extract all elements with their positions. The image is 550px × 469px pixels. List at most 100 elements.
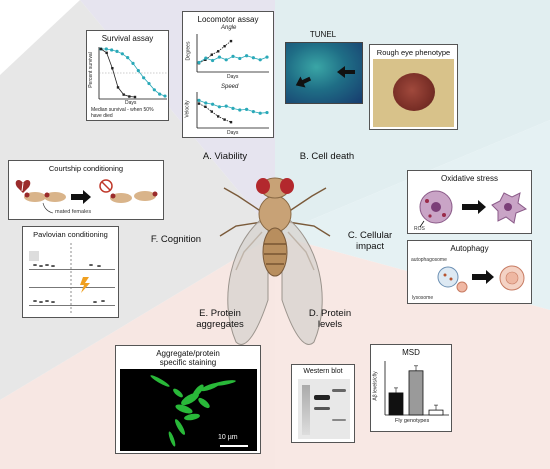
courtship-title: Courtship conditioning xyxy=(48,164,124,173)
msd-chart xyxy=(384,361,449,416)
courtship-panel: Courtship conditioning mated females xyxy=(8,160,164,220)
tunel-arrow-2 xyxy=(337,66,355,78)
speed-series-2-point xyxy=(224,104,228,108)
courtship-illustration xyxy=(15,179,158,214)
rough-eye-panel: Rough eye phenotype xyxy=(369,44,458,130)
angle-series-1-point xyxy=(204,58,207,61)
survival-series-2-point xyxy=(133,95,137,99)
survival-series-2-point xyxy=(116,86,120,89)
fly-eye-icon xyxy=(152,191,158,197)
autophagy-illustration xyxy=(437,265,525,293)
locomotor-title: Locomotor assay xyxy=(197,15,259,24)
survival-series-1-point xyxy=(152,88,156,92)
section-label-cell-death: B. Cell death xyxy=(299,151,355,162)
speed-series-1-point xyxy=(223,118,226,121)
fly-icon xyxy=(24,192,46,202)
section-label-cellular-1: C. Cellular xyxy=(347,230,393,241)
angle-series-2-point xyxy=(265,55,269,59)
survival-series-1-point xyxy=(136,69,140,73)
aggregate-staining xyxy=(150,375,236,447)
arrow-right-icon xyxy=(462,200,486,214)
blot-band xyxy=(314,407,330,410)
tunel-arrows xyxy=(295,66,355,88)
western-membrane xyxy=(298,379,350,439)
tube-line xyxy=(29,287,115,288)
tunel-image xyxy=(285,42,363,104)
msd-title: MSD xyxy=(402,348,420,357)
tunel-title: TUNEL xyxy=(309,30,337,39)
aggregate-image: 10 µm xyxy=(120,369,257,451)
cell-nucleus xyxy=(431,202,441,212)
survival-note-2: have died xyxy=(91,113,113,119)
angle-series-2-point xyxy=(238,56,242,61)
survival-title: Survival assay xyxy=(101,34,154,43)
ros-dot xyxy=(425,199,429,203)
speed-series-2-point xyxy=(258,111,262,115)
speed-series-1-point xyxy=(204,105,207,108)
survival-series-1-point xyxy=(163,94,167,98)
angle-series-2-point xyxy=(224,58,228,62)
oxidative-title: Oxidative stress xyxy=(441,174,498,183)
ros-label: ROS xyxy=(414,226,425,232)
angle-series-1-point xyxy=(210,53,213,56)
lysosome-shape xyxy=(456,281,468,293)
angle-series-2-point xyxy=(217,55,221,59)
survival-series-1-point xyxy=(131,61,135,65)
angle-series-2-point xyxy=(245,54,249,58)
rough-eye-image xyxy=(373,59,454,127)
survival-series-2-point xyxy=(128,95,131,98)
western-title: Western blot xyxy=(303,368,343,375)
survival-series-1-point xyxy=(126,56,130,60)
angle-series-1-point xyxy=(223,45,226,48)
msd-bar xyxy=(388,392,404,416)
angle-series-2-point xyxy=(204,56,208,60)
pavlovian-panel: Pavlovian conditioning xyxy=(22,226,119,318)
oxidative-stress-panel: Oxidative stress ROS xyxy=(407,170,532,234)
ros-pointer xyxy=(419,220,425,228)
angle-series-2-point xyxy=(258,58,262,62)
survival-series-1-point xyxy=(120,52,124,56)
tube-line xyxy=(29,269,115,270)
angle-series-1-point xyxy=(229,39,233,43)
survival-series-2-point xyxy=(122,93,125,96)
survival-series-2-point xyxy=(111,67,114,70)
blot-band xyxy=(314,395,330,400)
fly-cluster-left xyxy=(33,264,55,303)
section-label-protein-levels-2: levels xyxy=(317,319,343,330)
aggregate-title-1: Aggregate/protein xyxy=(156,349,220,358)
survival-series-1-point xyxy=(104,47,108,51)
speed-xlabel: Days xyxy=(227,130,239,136)
survival-chart xyxy=(98,47,167,100)
locomotor-charts xyxy=(196,34,269,129)
tube-line xyxy=(29,305,115,306)
autophagosome-label: autophagosome xyxy=(411,257,447,263)
tunel-arrow-1 xyxy=(295,76,312,88)
blot-band xyxy=(332,419,346,421)
western-blot-panel: Western blot xyxy=(291,364,355,443)
scale-label: 10 µm xyxy=(218,434,238,441)
fly-cluster-right xyxy=(89,264,105,303)
angle-series-1-point xyxy=(217,50,220,53)
oxidative-illustration xyxy=(419,190,528,228)
eye-shape xyxy=(393,73,435,111)
speed-series-2-point xyxy=(197,98,201,102)
fly-eye-icon xyxy=(24,192,30,198)
survival-series-1-point xyxy=(147,81,151,86)
survival-series-1-point xyxy=(142,76,146,80)
msd-bar xyxy=(428,409,444,416)
fly-icon xyxy=(110,193,132,203)
msd-panel: MSD Aβ levels/cfly Fly genotypes xyxy=(370,344,452,432)
section-label-cellular-2: impact xyxy=(356,241,384,252)
section-label-viability: A. Viability xyxy=(202,151,248,162)
blot-band xyxy=(332,389,346,392)
speed-series-1-point xyxy=(217,115,220,118)
speed-series-1-point xyxy=(197,102,201,105)
arrow-right-icon xyxy=(472,270,494,284)
green-aggregates xyxy=(150,375,236,447)
pavlovian-title: Pavlovian conditioning xyxy=(33,230,108,239)
speed-title: Speed xyxy=(221,84,239,90)
ros-dot xyxy=(428,214,432,218)
shock-icon xyxy=(80,277,90,293)
lysosome-label: lysosome xyxy=(412,295,434,301)
fly-icon xyxy=(44,192,66,202)
